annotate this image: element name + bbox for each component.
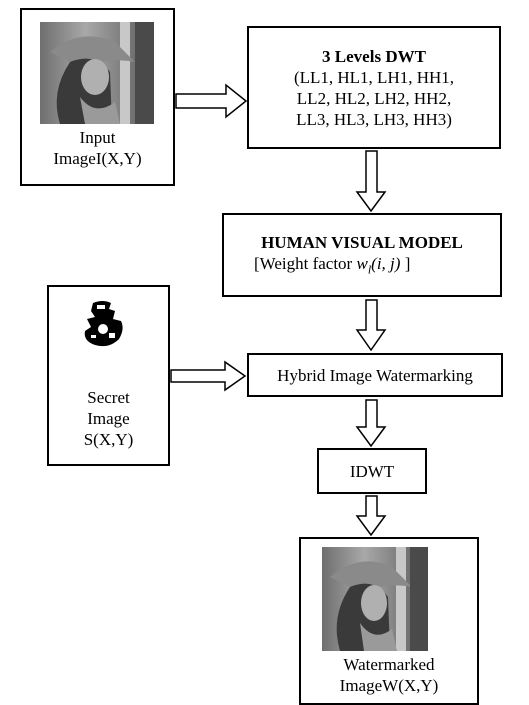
dwt-subbands-line3: LL3, HL3, LH3, HH3) — [296, 109, 452, 129]
arrow-input-to-dwt — [175, 83, 248, 119]
secret-image-block: Secret Image S(X,Y) — [47, 285, 170, 466]
secret-label-line3: S(X,Y) — [83, 430, 134, 449]
secret-label-line2: Image — [87, 409, 130, 428]
hvm-weight-subscript: l — [367, 262, 372, 277]
hvm-weight-prefix: [Weight factor — [254, 254, 357, 273]
arrow-hvm-to-hybrid — [355, 299, 387, 352]
hvm-title: HUMAN VISUAL MODEL — [261, 233, 463, 252]
watermarked-output-block: Watermarked ImageW(X,Y) — [299, 537, 479, 705]
input-label-line2: ImageI(X,Y) — [53, 149, 142, 168]
secret-label-line1: Secret — [87, 388, 130, 407]
human-visual-model-block: HUMAN VISUAL MODEL [Weight factor wl(i, … — [222, 213, 502, 297]
hybrid-watermarking-block: Hybrid Image Watermarking — [247, 353, 503, 397]
hvm-weight-symbol: w — [356, 254, 368, 273]
watermarked-label: Watermarked ImageW(X,Y) — [301, 654, 477, 696]
arrow-hybrid-to-idwt — [355, 399, 387, 448]
idwt-block: IDWT — [317, 448, 427, 494]
hvm-weight-factor: [Weight factor wl(i, j) ] — [254, 253, 410, 280]
arrow-dwt-to-hvm — [355, 150, 387, 213]
hvm-weight-suffix: ] — [400, 254, 411, 273]
hybrid-label: Hybrid Image Watermarking — [277, 365, 473, 385]
dwt-subbands-line1: (LL1, HL1, LH1, HH1, — [293, 67, 455, 87]
hvm-weight-args: (i, j) — [371, 254, 401, 273]
input-image-label: Input ImageI(X,Y) — [22, 127, 173, 169]
arrow-secret-to-hybrid — [170, 360, 247, 392]
idwt-label: IDWT — [349, 461, 395, 481]
dwt-title: 3 Levels DWT — [322, 46, 426, 66]
secret-logo-image — [79, 299, 127, 349]
watermarked-label-line2: ImageW(X,Y) — [339, 676, 439, 695]
watermarked-label-line1: Watermarked — [343, 655, 435, 674]
secret-image-label: Secret Image S(X,Y) — [49, 387, 168, 450]
input-label-line1: Input — [79, 128, 116, 147]
dwt-subbands-line2: LL2, HL2, LH2, HH2, — [296, 88, 452, 108]
arrow-idwt-to-output — [355, 495, 387, 537]
watermarked-lena-photo — [322, 547, 428, 651]
input-lena-photo — [40, 22, 154, 124]
input-image-block: Input ImageI(X,Y) — [20, 8, 175, 186]
dwt-block: 3 Levels DWT (LL1, HL1, LH1, HH1, LL2, H… — [247, 26, 501, 149]
